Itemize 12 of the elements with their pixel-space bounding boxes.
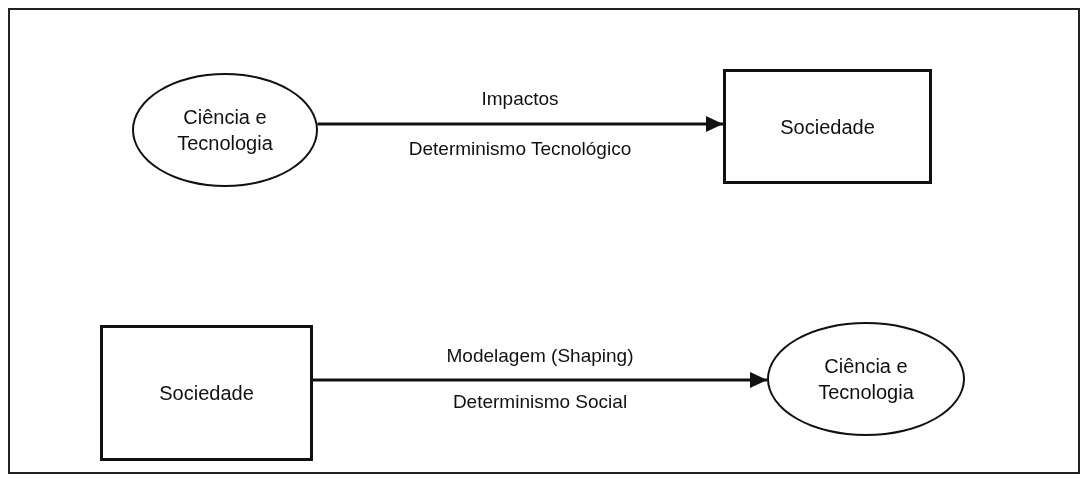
rectangle-node <box>723 69 932 184</box>
edge-caption: Determinismo Tecnológico <box>408 138 632 160</box>
arrow <box>313 372 767 388</box>
arrow <box>317 116 723 132</box>
edge-caption: Determinismo Social <box>452 391 628 413</box>
node-label: Sociedade <box>159 381 254 406</box>
node-label: Sociedade <box>780 114 875 140</box>
node-label: Ciência e Tecnologia <box>176 105 274 156</box>
rectangle-node <box>100 325 313 461</box>
node-label: Ciência e Tecnologia <box>817 354 915 405</box>
edge-label: Modelagem (Shaping) <box>446 345 634 367</box>
edge-label: Impactos <box>481 88 559 110</box>
